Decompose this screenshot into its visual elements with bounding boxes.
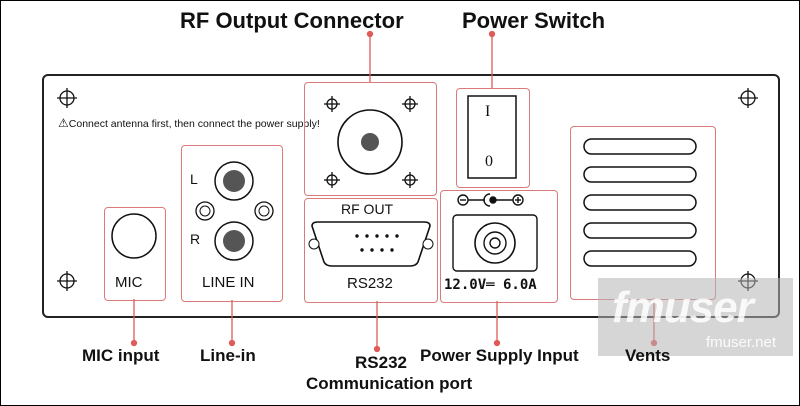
mount-hole-icon: [57, 88, 77, 108]
mic-label: MIC: [115, 274, 143, 291]
mic-box: [104, 207, 166, 301]
rs232-callout: RS232: [355, 353, 407, 372]
rs232-box: [304, 198, 438, 303]
rs232-label: RS232: [347, 275, 393, 292]
line-right-label: R: [190, 231, 201, 247]
warning-icon: ⚠: [58, 116, 69, 130]
power-input-box: [440, 190, 558, 303]
watermark-logo: fmuser: [612, 283, 754, 332]
rf-output-box: [304, 82, 437, 196]
line-left-label: L: [190, 171, 198, 187]
mount-hole-icon: [738, 88, 758, 108]
mic-input-callout: MIC input: [82, 346, 160, 365]
line-in-callout: Line-in: [200, 346, 256, 365]
warning-note: ⚠Connect antenna first, then connect the…: [58, 116, 320, 130]
rf-output-connector-callout: RF Output Connector: [180, 8, 404, 33]
power-switch-box: [456, 88, 530, 188]
dc-jack-icon: [452, 193, 538, 272]
switch-off-label: 0: [485, 153, 493, 170]
db9-connector-icon: [308, 221, 434, 267]
power-supply-input-callout: Power Supply Input: [420, 346, 579, 365]
rf-out-label: RF OUT: [341, 201, 394, 217]
line-in-label: LINE IN: [202, 274, 255, 291]
watermark-background: [598, 278, 793, 356]
rocker-switch-icon: [467, 95, 517, 179]
power-switch-callout: Power Switch: [462, 8, 606, 33]
rca-jacks-icon: [195, 161, 274, 261]
mic-jack-icon: [111, 213, 157, 259]
vent-slots-icon: [583, 138, 697, 267]
rf-connector-icon: [324, 96, 418, 188]
warning-text: Connect antenna first, then connect the …: [68, 118, 320, 130]
switch-on-label: I: [485, 103, 491, 120]
communication-port-callout: Communication port: [306, 374, 473, 393]
watermark-url: fmuser.net: [706, 334, 777, 351]
mount-hole-icon: [57, 271, 77, 291]
power-rating-label: 12.0V═ 6.0A: [444, 277, 537, 293]
vents-callout: Vents: [625, 346, 671, 365]
